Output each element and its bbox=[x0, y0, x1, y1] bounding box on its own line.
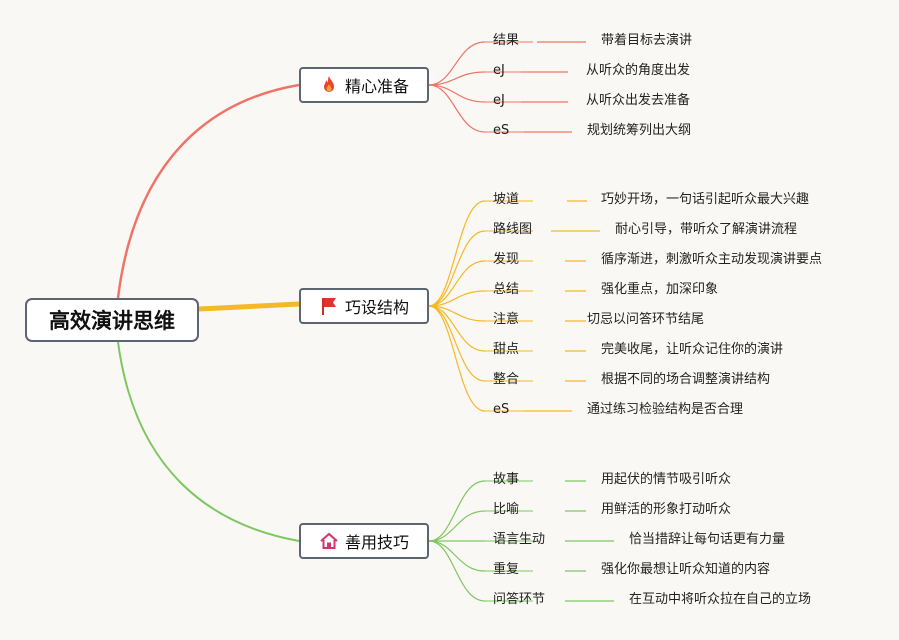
branch-label: 精心准备 bbox=[344, 77, 409, 96]
branch-to-leaf-line bbox=[428, 41, 486, 86]
flag-icon bbox=[321, 298, 336, 315]
root-to-prepare-line bbox=[116, 83, 300, 299]
branch-to-leaf-line bbox=[428, 290, 486, 307]
leaf-description[interactable]: 在互动中将听众拉在自己的立场 bbox=[629, 592, 812, 607]
branch-structure[interactable]: 巧设结构 bbox=[299, 288, 429, 324]
leaf-key[interactable]: 甜点 bbox=[493, 342, 520, 357]
branch-to-leaf-line bbox=[428, 305, 486, 382]
leaf-description[interactable]: 强化你最想让听众知道的内容 bbox=[601, 562, 771, 577]
leaf-key[interactable]: 坡道 bbox=[493, 192, 520, 207]
branch-to-leaf-line bbox=[428, 71, 486, 86]
branch-to-leaf-line bbox=[428, 305, 486, 412]
leaf-key[interactable]: 问答环节 bbox=[493, 592, 546, 607]
branch-to-leaf-line bbox=[428, 230, 486, 307]
leaf-description[interactable]: 用起伏的情节吸引听众 bbox=[601, 472, 732, 487]
branch-to-leaf-line bbox=[428, 260, 486, 307]
branch-to-leaf-line bbox=[428, 84, 486, 103]
leaf-description[interactable]: 循序渐进，刺激听众主动发现演讲要点 bbox=[601, 252, 823, 267]
leaf-description[interactable]: 带着目标去演讲 bbox=[601, 33, 693, 48]
leaf-key[interactable]: 整合 bbox=[493, 372, 520, 387]
leaf-description[interactable]: 巧妙开场，一句话引起听众最大兴趣 bbox=[601, 192, 810, 207]
leaf-description[interactable]: 强化重点，加深印象 bbox=[601, 282, 719, 297]
leaf-key[interactable]: 总结 bbox=[493, 282, 520, 297]
leaf-description[interactable]: 从听众出发去准备 bbox=[586, 93, 691, 108]
branch-to-leaf-line bbox=[428, 540, 486, 602]
branch-to-leaf-line bbox=[428, 200, 486, 307]
leaf-key[interactable]: eS bbox=[493, 123, 510, 138]
leaf-description[interactable]: 切忌以问答环节结尾 bbox=[587, 312, 705, 327]
leaf-key[interactable]: 比喻 bbox=[493, 502, 520, 517]
branch-to-leaf-line bbox=[428, 305, 486, 352]
branch-techniques[interactable]: 善用技巧 bbox=[299, 523, 429, 559]
leaf-key[interactable]: 发现 bbox=[493, 252, 520, 267]
leaf-description[interactable]: 从听众的角度出发 bbox=[586, 63, 691, 78]
root-node[interactable]: 高效演讲思维 bbox=[25, 298, 199, 342]
branch-to-leaf-line bbox=[428, 84, 486, 133]
leaf-description[interactable]: 通过练习检验结构是否合理 bbox=[587, 402, 744, 417]
branch-label: 善用技巧 bbox=[344, 533, 409, 552]
branch-label: 巧设结构 bbox=[344, 298, 409, 317]
leaf-key[interactable]: 故事 bbox=[493, 472, 520, 487]
leaf-key[interactable]: 注意 bbox=[493, 312, 520, 327]
branch-to-leaf-line bbox=[428, 510, 486, 542]
leaf-key[interactable]: eJ bbox=[493, 63, 505, 78]
leaf-key[interactable]: 语言生动 bbox=[493, 532, 546, 547]
leaf-key[interactable]: 路线图 bbox=[493, 222, 533, 237]
leaf-description[interactable]: 用鲜活的形象打动听众 bbox=[601, 502, 732, 517]
leaf-key[interactable]: 重复 bbox=[493, 562, 520, 577]
branch-to-leaf-line bbox=[428, 305, 486, 322]
branch-to-leaf-line bbox=[428, 540, 486, 572]
leaf-description[interactable]: 恰当措辞让每句话更有力量 bbox=[629, 532, 786, 547]
leaf-description[interactable]: 完美收尾，让听众记住你的演讲 bbox=[601, 342, 784, 357]
leaf-key[interactable]: eJ bbox=[493, 93, 505, 108]
root-label: 高效演讲思维 bbox=[49, 309, 175, 333]
leaf-description[interactable]: 规划统筹列出大纲 bbox=[587, 123, 692, 138]
branch-to-leaf-line bbox=[428, 480, 486, 542]
leaf-description[interactable]: 根据不同的场合调整演讲结构 bbox=[601, 372, 771, 387]
fire-icon bbox=[323, 76, 334, 92]
root-to-techniques-line bbox=[117, 341, 300, 542]
branch-prepare[interactable]: 精心准备 bbox=[299, 67, 429, 103]
leaf-key[interactable]: 结果 bbox=[493, 33, 520, 48]
root-to-structure-line bbox=[198, 301, 300, 312]
leaf-key[interactable]: eS bbox=[493, 402, 510, 417]
leaf-description[interactable]: 耐心引导，带听众了解演讲流程 bbox=[615, 222, 798, 237]
house-icon bbox=[320, 532, 338, 549]
